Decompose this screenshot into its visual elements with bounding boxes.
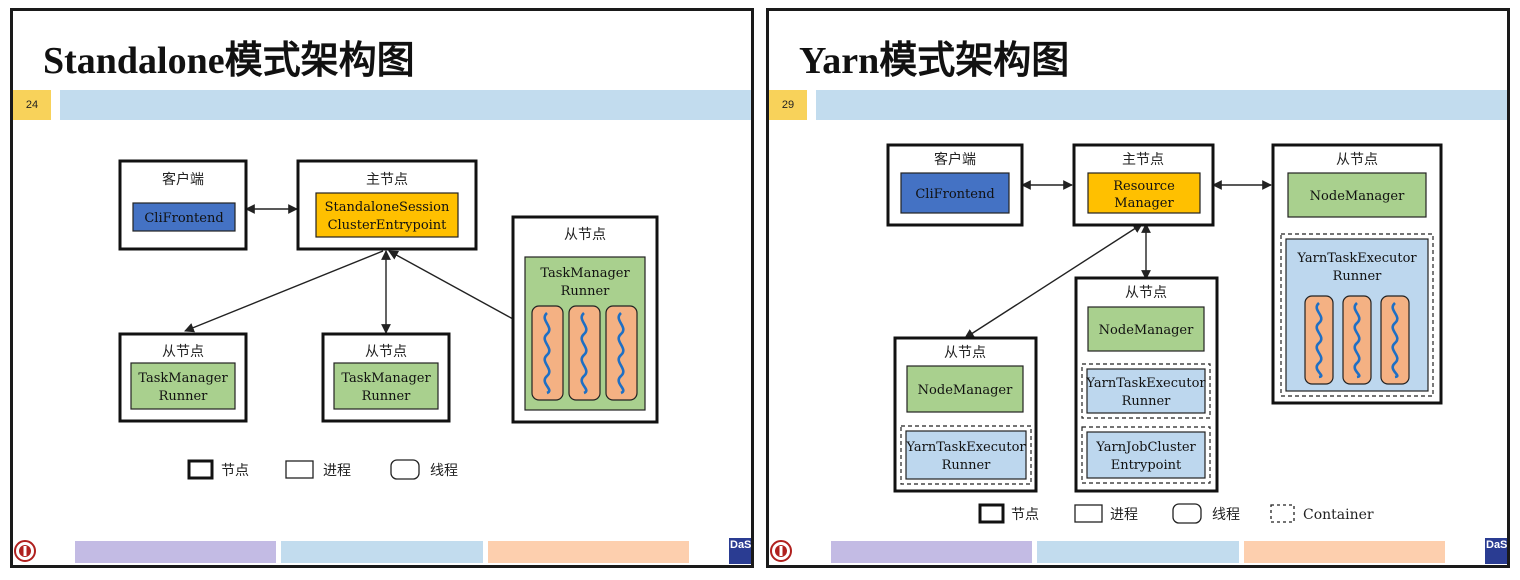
thread-icon <box>531 305 564 401</box>
client-node-label: 客户端 <box>162 171 204 188</box>
worker-node: 从节点 NodeManager YarnTaskExecutor Runner … <box>1074 276 1219 493</box>
legend-node-label: 节点 <box>1011 507 1039 523</box>
master-node-label: 主节点 <box>1122 152 1164 168</box>
container-boundary <box>1081 426 1211 484</box>
client-node-label: 客户端 <box>934 151 976 168</box>
taskmanager-runner-line1: TaskManager <box>341 371 431 386</box>
yarn-executor-runner-line1: YarnTaskExecutor <box>1085 376 1206 391</box>
worker-node-with-threads: 从节点 TaskManager Runner <box>511 215 659 424</box>
worker-node-with-threads: 从节点 NodeManager YarnTaskExecutor Runner <box>1271 143 1443 405</box>
header-bar <box>816 90 1507 120</box>
cli-frontend-label: CliFrontend <box>915 187 994 202</box>
university-seal-icon <box>14 540 36 562</box>
taskmanager-runner-line1: TaskManager <box>540 266 630 281</box>
node-manager-label: NodeManager <box>1310 189 1405 204</box>
resource-manager-line2: Manager <box>1114 196 1174 211</box>
legend-process-swatch <box>1074 504 1103 523</box>
yarn-job-cluster-line2: Entrypoint <box>1111 458 1182 473</box>
footer-bar-peach <box>488 541 689 563</box>
footer-bar-blue <box>281 541 483 563</box>
worker-node-label: 从节点 <box>365 344 407 360</box>
footer-bar-peach <box>1244 541 1445 563</box>
master-node: 主节点 Resource Manager <box>1072 143 1215 227</box>
worker-node-label: 从节点 <box>1336 152 1378 168</box>
master-node-label: 主节点 <box>366 172 408 188</box>
container-boundary <box>1081 363 1211 419</box>
footer-bar-blue <box>1037 541 1239 563</box>
taskmanager-runner-line2: Runner <box>362 389 412 404</box>
slide-title: Yarn模式架构图 <box>799 40 1070 82</box>
worker-node: 从节点 NodeManager YarnTaskExecutor Runner <box>893 336 1038 493</box>
slide-title: Standalone模式架构图 <box>43 40 415 82</box>
master-worker1-arrow <box>184 250 384 333</box>
yarn-executor-runner-line2: Runner <box>1122 394 1172 409</box>
legend-thread-label: 线程 <box>430 463 458 479</box>
legend-node-swatch <box>187 459 214 480</box>
legend-thread-swatch <box>1172 503 1202 524</box>
worker-node: 从节点 TaskManager Runner <box>321 332 451 423</box>
page-number-badge: 24 <box>13 90 51 120</box>
slide-standalone: Standalone模式架构图 24 客户端 CliFrontend 主节点 S… <box>10 8 754 568</box>
cli-frontend-label: CliFrontend <box>144 211 223 226</box>
taskmanager-runner-line2: Runner <box>561 284 611 299</box>
legend-node-swatch <box>978 503 1005 524</box>
resourcemanager-worker-left-arrow <box>964 223 1143 339</box>
legend-thread-label: 线程 <box>1212 507 1240 523</box>
dase-logo: DaSE <box>1485 538 1507 564</box>
dase-logo: DaSE <box>729 538 751 564</box>
taskmanager-runner-line2: Runner <box>159 389 209 404</box>
thread-icon <box>568 305 601 401</box>
master-process-line2: ClusterEntrypoint <box>328 218 448 233</box>
legend-node-label: 节点 <box>221 463 249 479</box>
legend: 节点 进程 线程 <box>187 459 458 480</box>
yarn-architecture-diagram: 客户端 CliFrontend 主节点 Resource Manager 从节点… <box>886 143 1443 524</box>
legend-thread-swatch <box>390 459 420 480</box>
yarn-job-cluster-line1: YarnJobCluster <box>1095 440 1196 455</box>
container-boundary <box>900 425 1032 485</box>
yarn-executor-runner-line2: Runner <box>942 458 992 473</box>
legend-process-label: 进程 <box>1110 507 1138 523</box>
legend-process-swatch <box>285 460 314 479</box>
footer-bar-purple <box>75 541 276 563</box>
master-process-line1: StandaloneSession <box>325 200 450 215</box>
legend-process-label: 进程 <box>323 463 351 479</box>
thread-icon <box>605 305 638 401</box>
worker-node: 从节点 TaskManager Runner <box>118 332 248 423</box>
master-worker3-arrow <box>388 250 514 320</box>
yarn-executor-runner-line1: YarnTaskExecutor <box>1296 251 1417 266</box>
node-manager-label: NodeManager <box>1099 323 1194 338</box>
standalone-architecture-diagram: 客户端 CliFrontend 主节点 StandaloneSession Cl… <box>118 159 659 480</box>
legend-container-label: Container <box>1303 507 1374 523</box>
thread-icon <box>1342 295 1372 385</box>
slide-yarn: Yarn模式架构图 29 客户端 CliFrontend 主节点 Resourc… <box>766 8 1510 568</box>
node-manager-label: NodeManager <box>918 383 1013 398</box>
resource-manager-line1: Resource <box>1113 179 1175 194</box>
yarn-executor-runner-line2: Runner <box>1333 269 1383 284</box>
legend: 节点 进程 线程 Container <box>978 503 1374 524</box>
worker-node-label: 从节点 <box>1125 285 1167 301</box>
worker-node-label: 从节点 <box>162 344 204 360</box>
legend-container-swatch <box>1270 504 1295 523</box>
worker-node-label: 从节点 <box>564 227 606 243</box>
client-node: 客户端 CliFrontend <box>118 159 248 251</box>
container-boundary <box>1280 233 1434 397</box>
university-seal-icon <box>770 540 792 562</box>
yarn-executor-runner-line1: YarnTaskExecutor <box>905 440 1026 455</box>
worker-node-label: 从节点 <box>944 345 986 361</box>
client-node: 客户端 CliFrontend <box>886 143 1024 227</box>
master-node: 主节点 StandaloneSession ClusterEntrypoint <box>296 159 478 251</box>
thread-icon <box>1380 295 1410 385</box>
thread-icon <box>1304 295 1334 385</box>
page-number-badge: 29 <box>769 90 807 120</box>
footer-bar-purple <box>831 541 1032 563</box>
header-bar <box>60 90 751 120</box>
taskmanager-runner-line1: TaskManager <box>138 371 228 386</box>
